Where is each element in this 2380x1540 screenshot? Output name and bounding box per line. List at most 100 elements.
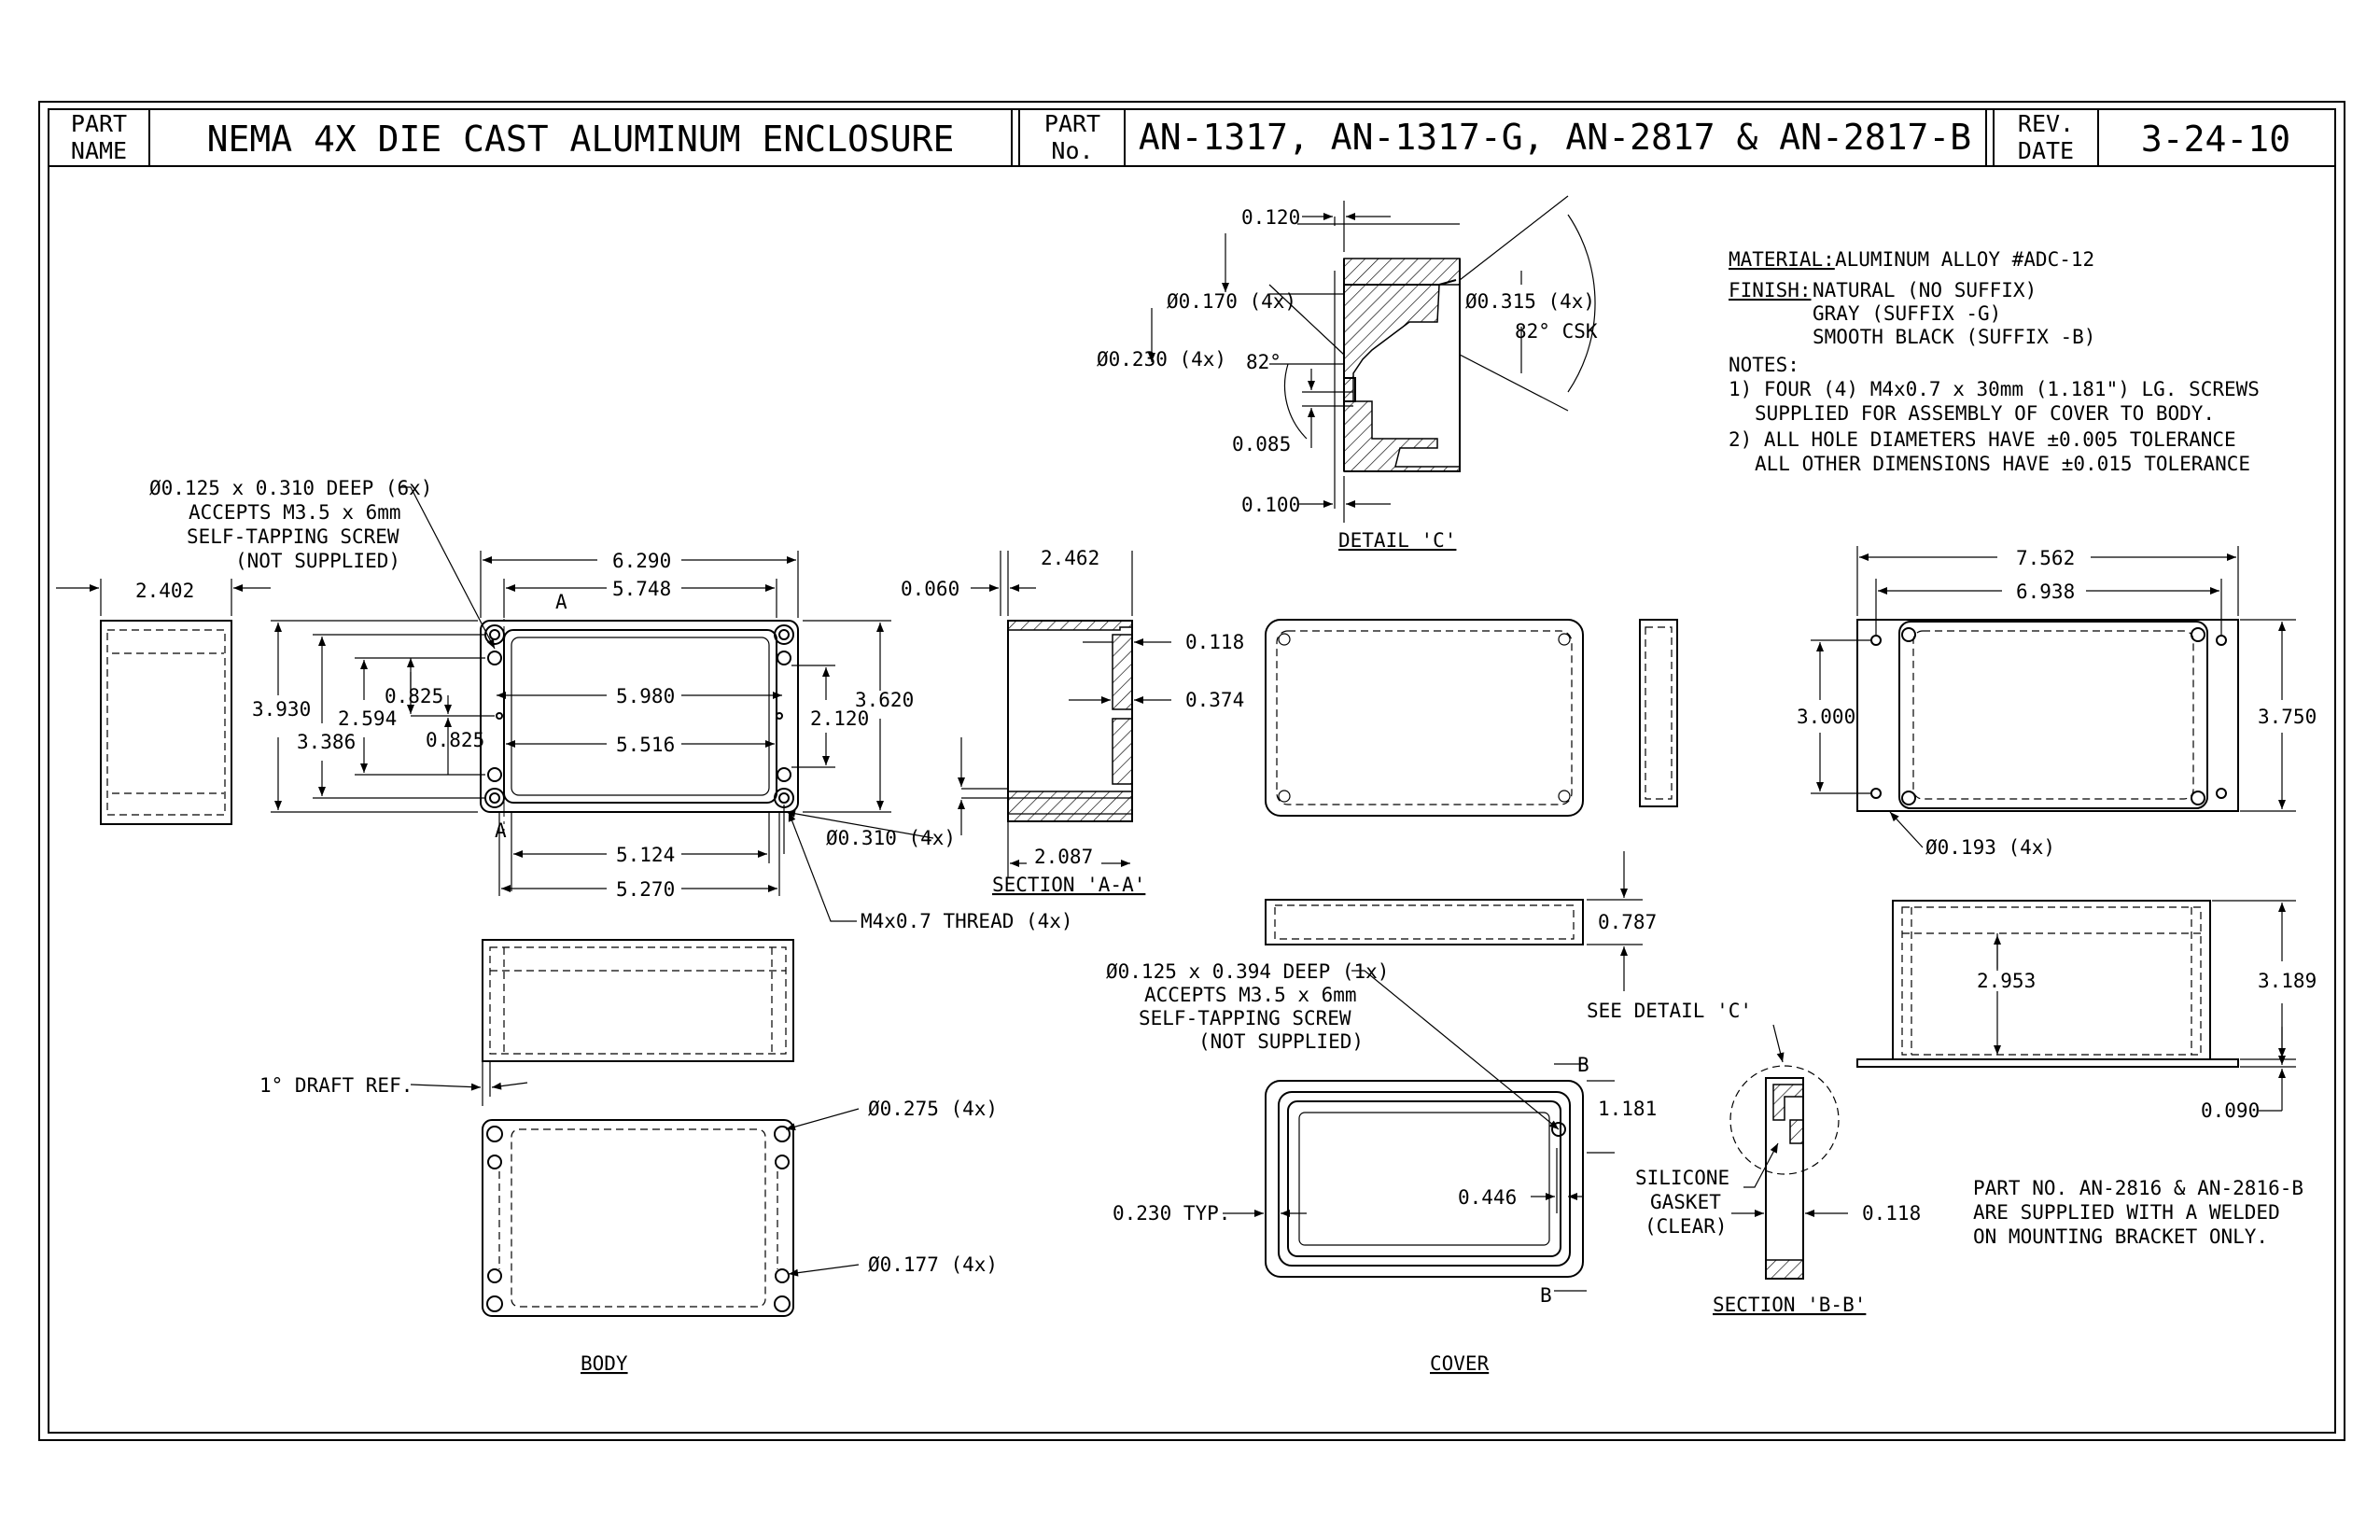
dim-2462: 2.462 (1041, 547, 1099, 569)
dim-0090: 0.090 (2201, 1099, 2260, 1122)
material-label: MATERIAL: (1729, 248, 1835, 271)
body-top-view: A A 6.290 5.748 3.930 3.386 2.594 0.825 … (149, 477, 1073, 932)
section-a-marker: A (555, 591, 567, 613)
bracket-note-2: ARE SUPPLIED WITH A WELDED (1973, 1201, 2280, 1224)
body-front-view: 1° DRAFT REF. (259, 939, 794, 1106)
finish-label: FINISH: (1729, 279, 1812, 301)
note-1-cont: SUPPLIED FOR ASSEMBLY OF COVER TO BODY. (1755, 402, 2215, 425)
dim-3189: 3.189 (2258, 970, 2317, 992)
dim-0193: Ø0.193 (4x) (1925, 836, 2055, 859)
part-name: NEMA 4X DIE CAST ALUMINUM ENCLOSURE (207, 119, 955, 160)
dim-0085: 0.085 (1232, 433, 1291, 455)
dim-3000: 3.000 (1797, 706, 1855, 728)
part-no-label-2: No. (1051, 137, 1093, 164)
dim-5980: 5.980 (616, 685, 675, 707)
see-detail-label: SEE DETAIL 'C' (1587, 1000, 1752, 1022)
dim-0120: 0.120 (1241, 206, 1300, 229)
section-b-marker-bottom: B (1540, 1284, 1552, 1307)
dim-2087: 2.087 (1034, 846, 1093, 868)
dim-0825-lower: 0.825 (426, 729, 484, 751)
cover-callout-1: Ø0.125 x 0.394 DEEP (1x) (1106, 960, 1389, 983)
dim-bb-0118: 0.118 (1862, 1202, 1921, 1225)
bracket-note-1: PART NO. AN-2816 & AN-2816-B (1973, 1177, 2303, 1199)
dim-5270: 5.270 (616, 878, 675, 901)
dim-2594: 2.594 (338, 707, 397, 730)
part-no-label: PART (1044, 110, 1100, 137)
note-2-cont: ALL OTHER DIMENSIONS HAVE ±0.015 TOLERAN… (1755, 453, 2250, 475)
section-a-marker-bottom: A (495, 819, 507, 842)
dim-0315: Ø0.315 (4x) (1465, 290, 1595, 313)
cover-callout-4: (NOT SUPPLIED) (1198, 1030, 1364, 1053)
dim-0100: 0.100 (1241, 494, 1300, 516)
note-2: 2) ALL HOLE DIAMETERS HAVE ±0.005 TOLERA… (1729, 428, 2236, 451)
dim-3750: 3.750 (2258, 706, 2317, 728)
dim-3386: 3.386 (297, 731, 356, 753)
draft-callout: 1° DRAFT REF. (259, 1074, 413, 1097)
dim-82-csk: 82° CSK (1515, 320, 1598, 343)
body-callout-2: ACCEPTS M3.5 x 6mm (189, 501, 401, 524)
notes-block: MATERIAL: ALUMINUM ALLOY #ADC-12 FINISH:… (1729, 248, 2303, 1248)
cover-label: COVER (1430, 1352, 1490, 1375)
dim-0177: Ø0.177 (4x) (868, 1253, 998, 1276)
section-aa: 0.060 2.462 0.118 0.374 2.087 SECTION 'A… (901, 547, 1244, 896)
title-block: PART NAME NEMA 4X DIE CAST ALUMINUM ENCL… (49, 109, 2335, 167)
finish-text-1: NATURAL (NO SUFFIX) (1813, 279, 2037, 301)
dim-82-angle: 82° (1246, 351, 1281, 373)
gasket-label-3: (CLEAR) (1645, 1215, 1728, 1238)
dim-6938: 6.938 (2016, 581, 2075, 603)
gasket-label-1: SILICONE (1635, 1167, 1729, 1189)
cover-side-view (1639, 619, 1678, 807)
rev-label-2: DATE (2018, 137, 2074, 164)
part-number: AN-1317, AN-1317-G, AN-2817 & AN-2817-B (1139, 117, 1971, 158)
cover-front-view: 0.787 (1265, 851, 1657, 991)
cover-top-view (1265, 619, 1584, 817)
section-b-marker: B (1577, 1054, 1589, 1076)
drawing-border (38, 101, 2345, 1441)
dim-3930: 3.930 (252, 698, 311, 721)
cover-bottom-view: B B Ø0.125 x 0.394 DEEP (1x) ACCEPTS M3.… (1106, 960, 1729, 1375)
section-aa-label: SECTION 'A-A' (992, 874, 1145, 896)
cover-callout-2: ACCEPTS M3.5 x 6mm (1144, 984, 1357, 1006)
body-callout-3: SELF-TAPPING SCREW (187, 525, 399, 548)
dim-2953: 2.953 (1977, 970, 2036, 992)
gasket-label-2: GASKET (1650, 1191, 1721, 1213)
dim-0170: Ø0.170 (4x) (1167, 290, 1296, 313)
dim-7562: 7.562 (2016, 547, 2075, 569)
dim-0310: Ø0.310 (4x) (826, 827, 956, 849)
body-callout-1: Ø0.125 x 0.310 DEEP (6x) (149, 477, 432, 499)
body-bottom-view: Ø0.275 (4x) Ø0.177 (4x) BODY (482, 1098, 998, 1375)
dim-5516: 5.516 (616, 734, 675, 756)
finish-text-3: SMOOTH BLACK (SUFFIX -B) (1813, 326, 2095, 348)
dim-5124: 5.124 (616, 844, 675, 866)
detail-c: 0.120 Ø0.170 (4x) Ø0.230 (4x) 82° 0.085 … (1097, 195, 1598, 552)
part-name-label: PART (71, 110, 127, 137)
bracket-top-view: 7.562 6.938 3.000 3.750 Ø0.193 (4x) (1797, 546, 2317, 859)
dim-0374: 0.374 (1185, 689, 1244, 711)
finish-text-2: GRAY (SUFFIX -G) (1813, 302, 2001, 325)
dim-0446: 0.446 (1458, 1186, 1517, 1209)
bracket-note-3: ON MOUNTING BRACKET ONLY. (1973, 1225, 2268, 1248)
bracket-front-view: 2.953 3.189 0.090 (1856, 900, 2317, 1122)
dim-0275: Ø0.275 (4x) (868, 1098, 998, 1120)
dim-3620: 3.620 (855, 689, 914, 711)
note-1: 1) FOUR (4) M4x0.7 x 30mm (1.181") LG. S… (1729, 378, 2260, 400)
dim-6290: 6.290 (612, 550, 671, 572)
dim-0787: 0.787 (1598, 911, 1657, 933)
cover-callout-3: SELF-TAPPING SCREW (1139, 1007, 1351, 1029)
rev-date: 3-24-10 (2141, 119, 2290, 160)
body-side-view: 2.402 (56, 579, 271, 825)
dim-0060: 0.060 (901, 578, 959, 600)
detail-c-label: DETAIL 'C' (1338, 529, 1456, 552)
section-bb: SEE DETAIL 'C' 0.118 SECTION 'B-B' (1587, 1000, 1921, 1316)
dim-0230-typ: 0.230 TYP. (1113, 1202, 1230, 1225)
dim-0230: Ø0.230 (4x) (1097, 348, 1226, 371)
thread-callout: M4x0.7 THREAD (4x) (861, 910, 1073, 932)
body-callout-4: (NOT SUPPLIED) (235, 550, 400, 572)
dim-0825-upper: 0.825 (385, 685, 443, 707)
dim-2402: 2.402 (135, 580, 194, 602)
notes-label: NOTES: (1729, 354, 1799, 376)
dim-2120: 2.120 (810, 707, 869, 730)
material-text: ALUMINUM ALLOY #ADC-12 (1835, 248, 2094, 271)
dim-5748: 5.748 (612, 578, 671, 600)
dim-0118: 0.118 (1185, 631, 1244, 653)
